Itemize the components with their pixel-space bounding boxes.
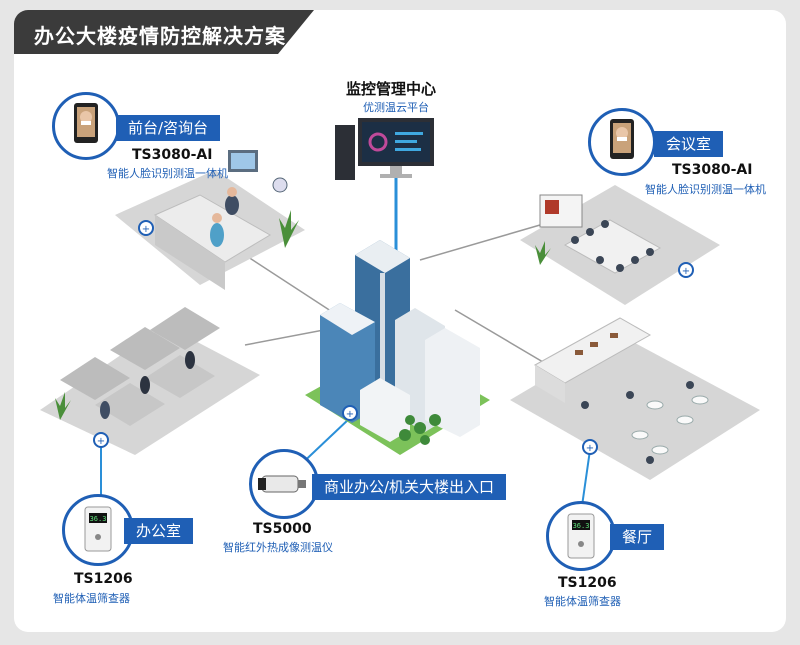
svg-text:+: +: [586, 443, 594, 454]
central-buildings: +: [305, 240, 490, 455]
meeting-room-desc: 智能人脸识别测温一体机: [645, 183, 766, 196]
canteen-model: TS1206: [558, 575, 617, 591]
thermal-camera-icon: [258, 475, 306, 493]
entrance-desc: 智能红外热成像测温仪: [223, 541, 333, 554]
temp-screener-badge: 36.3: [546, 501, 616, 571]
canteen-desc: 智能体温筛查器: [544, 595, 621, 608]
svg-text:+: +: [682, 266, 690, 277]
thermal-camera-badge: [249, 449, 319, 519]
front-desk-model: TS3080-AI: [132, 147, 213, 163]
svg-text:36.3: 36.3: [90, 515, 107, 523]
center-title: 监控管理中心: [346, 80, 437, 98]
front-desk-label: 前台/咨询台: [116, 115, 221, 141]
temp-screener-icon: 36.3: [567, 513, 595, 559]
temp-screener-icon: 36.3: [84, 506, 112, 552]
entrance-label: 商业办公/机关大楼出入口: [312, 474, 507, 500]
title-banner: [14, 10, 314, 54]
center-subtitle: 优测温云平台: [363, 101, 429, 114]
entrance-model: TS5000: [253, 521, 312, 537]
svg-text:36.3: 36.3: [573, 522, 590, 530]
svg-text:+: +: [346, 409, 354, 420]
meeting-room-label: 会议室: [654, 131, 724, 157]
meeting-room-model: TS3080-AI: [672, 162, 753, 178]
canteen-label: 餐厅: [610, 524, 665, 550]
face-terminal-icon: [74, 103, 98, 143]
front-desk-scene: +: [115, 150, 305, 290]
face-terminal-badge: [52, 92, 120, 160]
svg-text:+: +: [97, 436, 105, 447]
office-label: 办公室: [124, 518, 194, 544]
office-model: TS1206: [74, 571, 133, 587]
monitoring-center: [335, 118, 434, 180]
face-terminal-icon: [610, 119, 634, 159]
canteen-scene: +: [510, 317, 760, 480]
face-terminal-badge: [588, 108, 656, 176]
front-desk-desc: 智能人脸识别测温一体机: [107, 167, 228, 180]
meeting-room-scene: +: [520, 185, 720, 305]
page-title: 办公大楼疫情防控解决方案: [34, 24, 286, 48]
office-scene: +: [40, 307, 260, 455]
office-desc: 智能体温筛查器: [53, 592, 130, 605]
svg-text:+: +: [142, 224, 150, 235]
